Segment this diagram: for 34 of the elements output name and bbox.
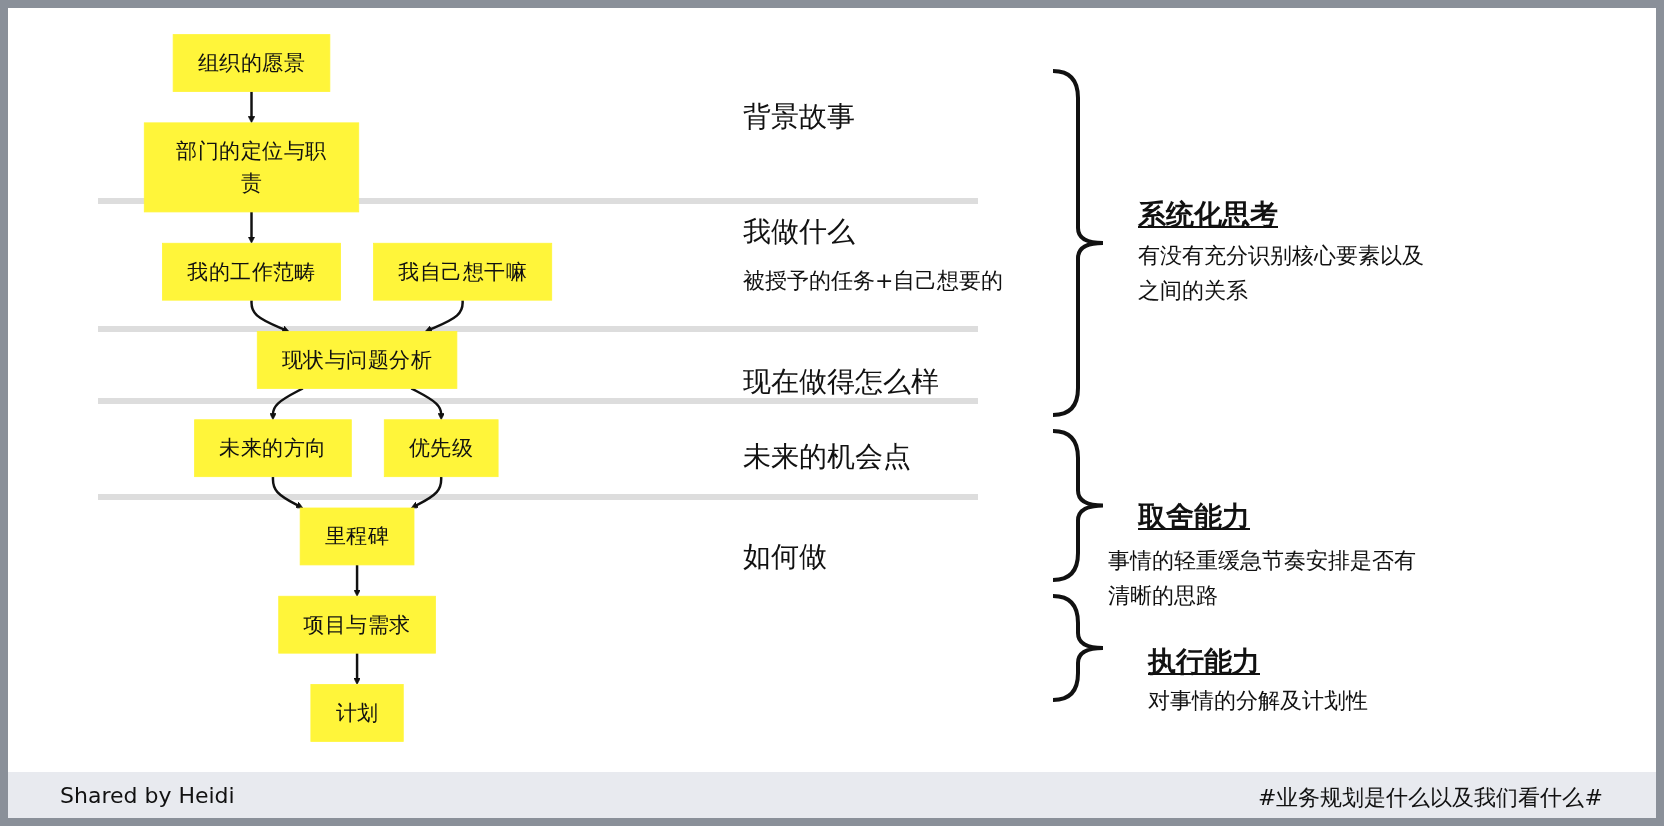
footer-credit: Shared by Heidi bbox=[60, 783, 235, 808]
section-label: 背景故事 bbox=[743, 99, 855, 135]
node-box: 项目与需求 bbox=[278, 595, 436, 654]
section-label: 未来的机会点 bbox=[743, 439, 911, 475]
skill-description: 对事情的分解及计划性 bbox=[1148, 687, 1368, 715]
node-box: 我自己想干嘛 bbox=[373, 242, 553, 301]
arrow bbox=[269, 387, 304, 421]
node-box: 未来的方向 bbox=[194, 419, 352, 478]
arrow bbox=[411, 476, 443, 509]
node-box: 我的工作范畴 bbox=[162, 242, 341, 301]
node-box: 优先级 bbox=[383, 419, 499, 478]
section-subtitle: 被授予的任务+自己想要的 bbox=[743, 267, 1004, 295]
arrow bbox=[247, 91, 256, 124]
arrow bbox=[410, 387, 445, 421]
arrow bbox=[271, 476, 304, 509]
skill-description: 有没有充分识别核心要素以及之间的关系 bbox=[1138, 242, 1425, 306]
skill-heading: 系统化思考 bbox=[1138, 197, 1278, 233]
footer-hashtag: #业务规划是什么以及我们看什么# bbox=[1258, 784, 1603, 812]
skill-heading: 取舍能力 bbox=[1138, 499, 1250, 535]
arrow bbox=[250, 300, 290, 333]
node-box: 计划 bbox=[310, 684, 404, 742]
arrow bbox=[353, 653, 361, 685]
arrow bbox=[353, 564, 361, 597]
section-label: 现在做得怎么样 bbox=[743, 364, 939, 400]
node-box: 现状与问题分析 bbox=[256, 331, 458, 389]
node-box: 部门的定位与职责 bbox=[143, 122, 360, 213]
section-label: 我做什么 bbox=[743, 214, 855, 250]
arrow bbox=[247, 211, 256, 244]
section-label: 如何做 bbox=[743, 539, 827, 575]
skill-heading: 执行能力 bbox=[1148, 644, 1260, 680]
arrow bbox=[424, 300, 464, 333]
node-box: 里程碑 bbox=[299, 507, 415, 566]
node-box: 组织的愿景 bbox=[172, 34, 331, 92]
skill-description: 事情的轻重缓急节奏安排是否有清晰的思路 bbox=[1108, 547, 1417, 611]
